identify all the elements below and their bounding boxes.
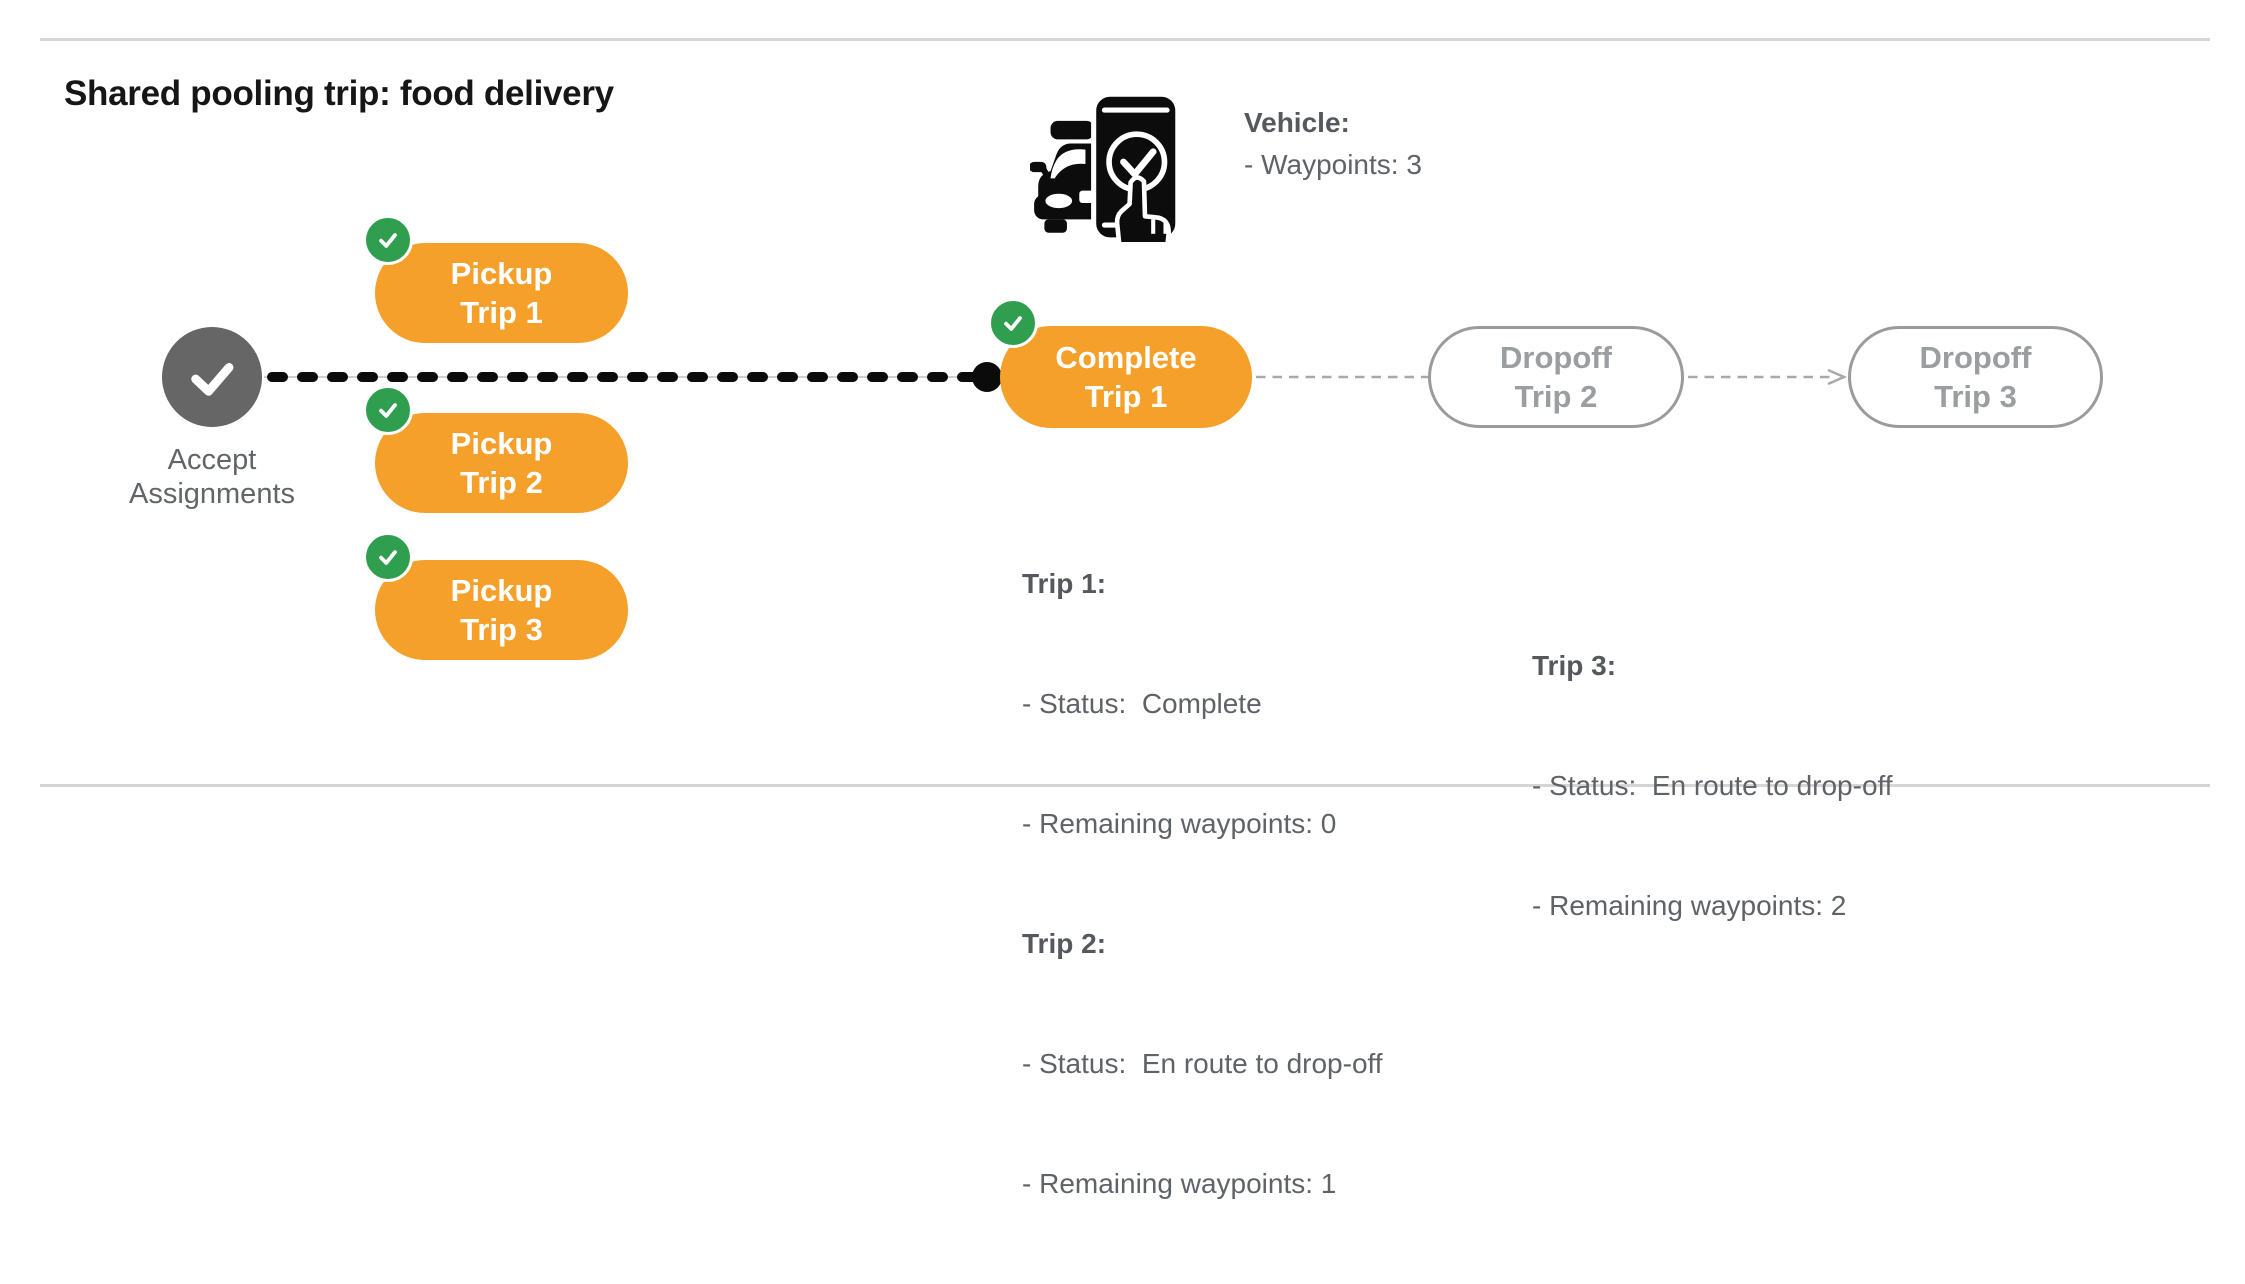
- bottom-divider: [40, 784, 2210, 787]
- trip-3-waypoints: - Remaining waypoints: 2: [1532, 890, 1847, 921]
- accept-assignments-node: [162, 327, 262, 427]
- check-badge-icon: [363, 215, 413, 265]
- node-pickup-trip-3: Pickup Trip 3: [363, 532, 628, 660]
- trip-2-status: - Status: En route to drop-off: [1022, 1048, 1383, 1079]
- trip-3-status-block: Trip 3: - Status: En route to drop-off -…: [1532, 566, 1893, 1006]
- trip-1-title: Trip 1:: [1022, 568, 1107, 599]
- diagram-title: Shared pooling trip: food delivery: [64, 74, 614, 113]
- node-dropoff-trip-2: Dropoff Trip 2: [1428, 326, 1684, 428]
- node-complete-trip-1: Complete Trip 1: [988, 298, 1252, 428]
- vehicle-waypoints: - Waypoints: 3: [1244, 149, 1422, 180]
- vehicle-legend: Vehicle: - Waypoints: 3: [1244, 102, 1422, 186]
- accept-assignments-label: Accept Assignments: [128, 444, 295, 510]
- trip-2-waypoints: - Remaining waypoints: 1: [1022, 1168, 1337, 1199]
- diagram-canvas: Shared pooling trip: food delivery Vehic…: [40, 38, 2210, 1199]
- node-pickup-trip-1: Pickup Trip 1: [363, 215, 628, 343]
- check-badge-icon: [988, 298, 1038, 348]
- dashed-connector: [1256, 375, 1428, 379]
- trip-1-2-status-block: Trip 1: - Status: Complete - Remaining w…: [1022, 484, 1383, 1284]
- car-phone-check-icon: [1030, 91, 1181, 242]
- dashed-arrow-connector: [1688, 368, 1848, 386]
- check-badge-icon: [363, 385, 413, 435]
- trip-3-status: - Status: En route to drop-off: [1532, 770, 1893, 801]
- checkmark-icon: [191, 363, 234, 396]
- main-dashed-connector: [264, 372, 980, 382]
- trip-1-waypoints: - Remaining waypoints: 0: [1022, 808, 1337, 839]
- trip-3-title: Trip 3:: [1532, 650, 1617, 681]
- waypoint-dot: [972, 362, 1002, 392]
- check-badge-icon: [363, 532, 413, 582]
- top-divider: [40, 38, 2210, 41]
- trip-1-status: - Status: Complete: [1022, 688, 1262, 719]
- trip-2-title: Trip 2:: [1022, 928, 1107, 959]
- node-dropoff-trip-3: Dropoff Trip 3: [1848, 326, 2103, 428]
- node-pickup-trip-2: Pickup Trip 2: [363, 385, 628, 513]
- arrowhead-icon: [1827, 368, 1848, 386]
- vehicle-heading: Vehicle:: [1244, 107, 1350, 138]
